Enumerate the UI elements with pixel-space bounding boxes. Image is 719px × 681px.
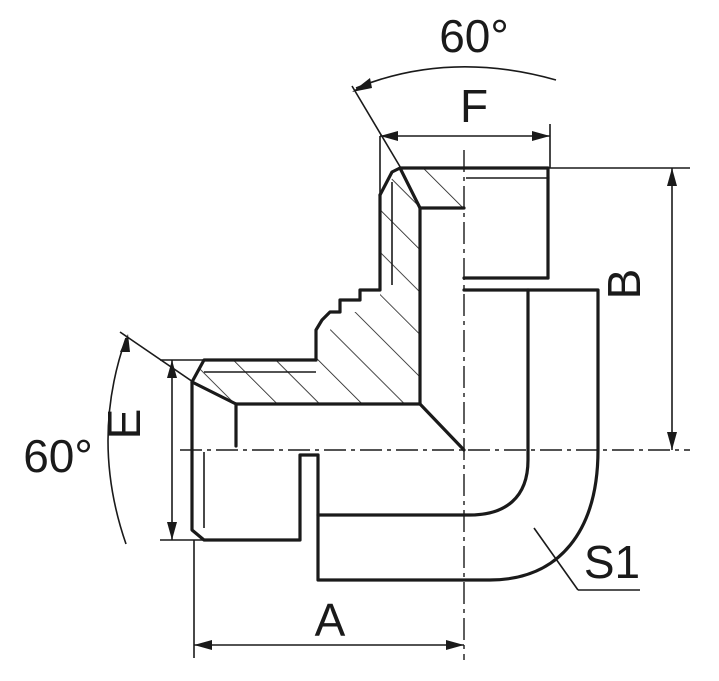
angle-left-label: 60°	[23, 430, 93, 482]
angle-top-label: 60°	[439, 10, 509, 62]
dim-b-label: B	[598, 269, 650, 300]
dim-a-label: A	[315, 594, 346, 646]
dim-a: A	[193, 540, 464, 658]
left-port-outline	[190, 358, 320, 542]
elbow-inner-outline	[316, 288, 530, 517]
dim-e-label: E	[98, 409, 150, 440]
dim-b: B	[548, 167, 690, 450]
dim-e: E	[98, 359, 204, 541]
dim-angle-top: 60°	[351, 10, 557, 171]
dim-f-label: F	[460, 80, 488, 132]
top-port-outer-profile	[314, 193, 382, 362]
section-hatching	[192, 168, 464, 404]
centerlines	[180, 150, 690, 660]
dim-f: F	[379, 80, 551, 195]
intersection-line	[418, 402, 466, 452]
elbow-outer-outline	[316, 288, 600, 582]
dim-s1-label: S1	[584, 536, 640, 588]
top-cone-line	[398, 166, 422, 210]
dim-s1: S1	[533, 527, 640, 591]
left-cone-line	[190, 380, 238, 406]
dim-angle-left: 60°	[23, 331, 197, 545]
